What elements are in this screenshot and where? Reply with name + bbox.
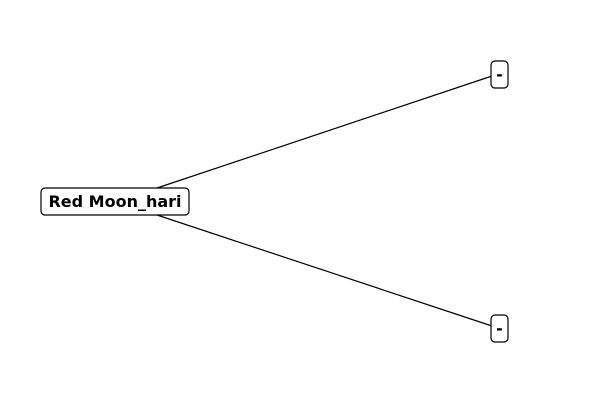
child-node-2-box [490, 314, 509, 343]
child-node-1-box [490, 60, 509, 89]
child-node-1-label: - [496, 65, 503, 84]
edge-root-to-child-1 [156, 75, 493, 189]
child-node-2-label: - [496, 319, 503, 338]
child-node-1: - [490, 60, 509, 89]
root-node-label: Red Moon_hari [48, 192, 181, 211]
edge-root-to-child-2 [156, 214, 493, 327]
root-node-box [40, 187, 190, 216]
root-node: Red Moon_hari [40, 187, 190, 216]
child-node-2: - [490, 314, 509, 343]
